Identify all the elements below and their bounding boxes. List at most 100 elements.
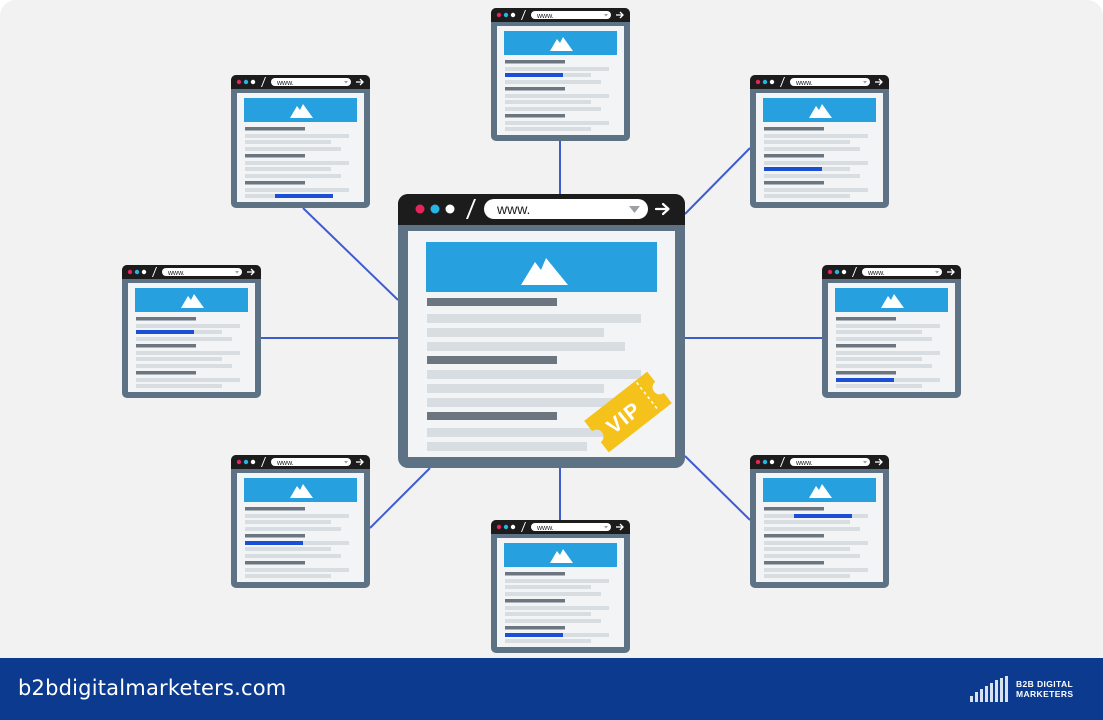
url-text: www.	[536, 525, 554, 532]
red-dot-icon	[755, 459, 761, 465]
dropdown-arrow-icon	[629, 206, 640, 213]
url-text: www.	[167, 270, 185, 277]
central-browser-window: www. VIP	[398, 194, 685, 468]
url-text: www.	[276, 80, 294, 87]
red-dot-icon	[127, 269, 133, 275]
text-line	[836, 364, 932, 368]
white-dot-icon	[250, 459, 256, 465]
text-line	[836, 351, 940, 355]
heading-line	[245, 127, 305, 131]
highlighted-link-line	[794, 514, 852, 518]
heading-line	[245, 534, 305, 538]
text-line	[764, 147, 860, 151]
text-line	[505, 592, 601, 596]
text-line	[136, 384, 222, 388]
cyan-dot-icon	[430, 204, 440, 214]
cyan-dot-icon	[503, 524, 509, 530]
central-heading-line	[427, 356, 557, 364]
text-line	[764, 174, 860, 178]
address-bar	[271, 78, 351, 86]
heading-line	[836, 317, 896, 321]
heading-line	[505, 114, 565, 118]
forward-arrow-icon	[875, 458, 883, 466]
white-dot-icon	[769, 79, 775, 85]
central-text-line	[427, 442, 587, 451]
dropdown-arrow-icon	[604, 526, 608, 529]
titlebar-slash-divider	[466, 199, 476, 219]
url-text: www.	[795, 460, 813, 467]
central-text-line	[427, 328, 604, 337]
text-line	[764, 520, 850, 524]
cyan-dot-icon	[243, 459, 249, 465]
titlebar-slash-divider	[261, 77, 266, 87]
red-dot-icon	[755, 79, 761, 85]
central-text-lines	[427, 298, 641, 451]
link-network-diagram: www. www. www. www. www. www. www. www. www. VI…	[122, 8, 961, 653]
address-bar	[271, 458, 351, 466]
satellite-top-left: www.	[231, 75, 370, 208]
text-line	[836, 324, 940, 328]
text-line	[245, 167, 331, 171]
highlighted-link-line	[505, 73, 563, 77]
titlebar-slash-divider	[780, 77, 785, 87]
highlighted-link-line	[136, 330, 194, 334]
satellite-windows: www. www. www. www. www. www. www. www.	[122, 8, 961, 653]
mountain-image-icon	[550, 549, 573, 563]
text-line	[505, 127, 591, 131]
forward-arrow-icon	[616, 11, 624, 19]
heading-line	[245, 561, 305, 565]
text-line	[764, 161, 868, 165]
text-line	[764, 554, 860, 558]
forward-arrow-icon	[654, 202, 670, 216]
footer-site-link[interactable]: b2bdigitalmarketers.com	[18, 676, 287, 700]
red-dot-icon	[496, 524, 502, 530]
white-dot-icon	[841, 269, 847, 275]
highlighted-link-line	[764, 167, 822, 171]
b2b-logo-bars-icon	[970, 676, 1008, 702]
red-dot-icon	[236, 459, 242, 465]
text-line	[505, 94, 609, 98]
text-line	[245, 174, 341, 178]
heading-line	[505, 87, 565, 91]
forward-arrow-icon	[356, 458, 364, 466]
address-bar	[790, 458, 870, 466]
heading-line	[505, 60, 565, 64]
satellite-right: www.	[822, 265, 961, 398]
vip-ticket-shape	[584, 371, 672, 453]
central-text-line	[427, 428, 625, 437]
forward-arrow-icon	[947, 268, 955, 276]
text-line	[764, 568, 868, 572]
titlebar-slash-divider	[261, 457, 266, 467]
text-line	[245, 161, 349, 165]
text-line	[245, 140, 331, 144]
titlebar-slash-divider	[780, 457, 785, 467]
text-line	[245, 147, 341, 151]
text-line	[764, 194, 850, 198]
text-line	[505, 67, 609, 71]
text-line	[245, 134, 349, 138]
titlebar-slash-divider	[152, 267, 157, 277]
text-line	[764, 547, 850, 551]
text-line	[505, 619, 601, 623]
text-line	[505, 585, 591, 589]
url-text: www.	[795, 80, 813, 87]
text-line	[505, 100, 591, 104]
satellite-top-left-connector	[302, 207, 399, 301]
cyan-dot-icon	[762, 459, 768, 465]
text-line	[764, 140, 850, 144]
central-address-bar[interactable]	[484, 199, 648, 219]
heading-line	[136, 317, 196, 321]
url-text: www.	[536, 13, 554, 20]
heading-line	[505, 599, 565, 603]
white-dot-icon	[141, 269, 147, 275]
heading-line	[764, 127, 824, 131]
titlebar-slash-divider	[521, 522, 526, 532]
dropdown-arrow-icon	[863, 81, 867, 84]
cyan-dot-icon	[243, 79, 249, 85]
url-text: www.	[276, 460, 294, 467]
dropdown-arrow-icon	[344, 461, 348, 464]
central-text-line	[427, 384, 604, 393]
text-line	[505, 612, 591, 616]
text-line	[245, 514, 349, 518]
text-line	[764, 527, 860, 531]
